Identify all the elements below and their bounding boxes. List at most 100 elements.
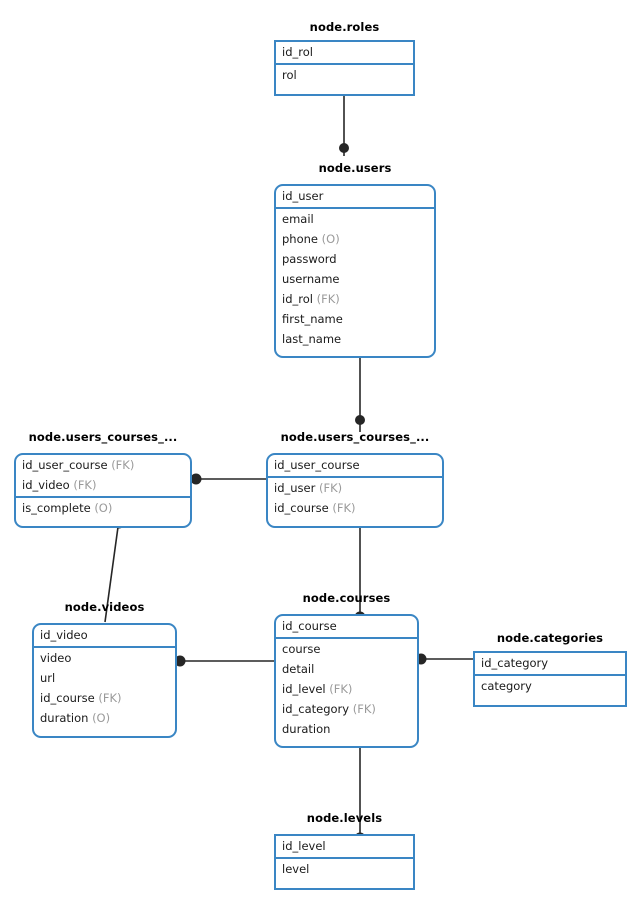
entity-field-users-id-rol[interactable]: id_rol (FK) — [276, 289, 434, 309]
entity-field-uc-id-course[interactable]: id_course (FK) — [268, 498, 442, 518]
field-tag: (FK) — [318, 481, 343, 495]
field-name: id_course — [282, 619, 337, 633]
field-name: phone — [282, 232, 318, 246]
field-name: id_level — [282, 839, 326, 853]
entity-videos[interactable]: node.videos id_video video url id_course… — [32, 600, 177, 738]
field-name: id_video — [22, 478, 70, 492]
connector-marker-videos-right — [174, 655, 186, 667]
entity-box-videos[interactable]: id_video video url id_course (FK) durati… — [32, 623, 177, 738]
field-tag: (O) — [94, 501, 113, 515]
entity-field-categories-category[interactable]: category — [475, 676, 625, 696]
field-name: id_video — [40, 628, 88, 642]
field-tag: (FK) — [98, 691, 122, 705]
field-name: id_user_course — [274, 458, 360, 472]
entity-field-courses-id-course[interactable]: id_course — [276, 616, 417, 636]
entity-box-users-courses-videos[interactable]: id_user_course (FK) id_video (FK) is_com… — [14, 453, 192, 528]
entity-pk-section-roles: id_rol — [276, 42, 413, 65]
entity-box-users[interactable]: id_user email phone (O) password usernam… — [274, 184, 436, 358]
entity-field-uc-id-user-course[interactable]: id_user_course — [268, 455, 442, 475]
field-tag: (O) — [92, 711, 111, 725]
entity-field-videos-id-video[interactable]: id_video — [34, 625, 175, 645]
entity-field-ucv-id-user-course[interactable]: id_user_course (FK) — [16, 455, 190, 475]
entity-field-levels-level[interactable]: level — [276, 859, 413, 879]
connector-marker-ucv-right — [190, 473, 202, 485]
entity-box-roles[interactable]: id_rol rol — [274, 40, 415, 96]
entity-field-uc-id-user[interactable]: id_user (FK) — [268, 478, 442, 498]
entity-courses[interactable]: node.courses id_course course detail id_… — [274, 591, 419, 748]
entity-box-levels[interactable]: id_level level — [274, 834, 415, 890]
entity-field-users-last-name[interactable]: last_name — [276, 329, 434, 349]
entity-attr-section-users-courses: id_user (FK) id_course (FK) — [268, 478, 442, 518]
entity-box-users-courses[interactable]: id_user_course id_user (FK) id_course (F… — [266, 453, 444, 528]
entity-pk-section-levels: id_level — [276, 836, 413, 859]
entity-title-videos: node.videos — [64, 600, 145, 614]
entity-box-courses[interactable]: id_course course detail id_level (FK) id… — [274, 614, 419, 748]
entity-pk-section-users: id_user — [276, 186, 434, 209]
field-name: id_user — [282, 189, 324, 203]
entity-attr-section-users-courses-videos: is_complete (O) — [16, 498, 190, 518]
entity-field-users-first-name[interactable]: first_name — [276, 309, 434, 329]
entity-field-roles-rol[interactable]: rol — [276, 65, 413, 85]
entity-field-ucv-id-video[interactable]: id_video (FK) — [16, 475, 190, 495]
field-name: id_course — [274, 501, 329, 515]
entity-field-courses-detail[interactable]: detail — [276, 659, 417, 679]
entity-field-users-username[interactable]: username — [276, 269, 434, 289]
entity-field-videos-url[interactable]: url — [34, 668, 175, 688]
entity-title-users-courses-videos: node.users_courses_... — [28, 430, 178, 444]
entity-pk-section-categories: id_category — [475, 653, 625, 676]
entity-title-users: node.users — [318, 161, 392, 175]
field-tag: (FK) — [111, 458, 135, 472]
field-name: course — [282, 642, 321, 656]
entity-attr-section-levels: level — [276, 859, 413, 879]
field-tag: (FK) — [332, 501, 356, 515]
field-name: id_category — [282, 702, 350, 716]
field-name: username — [282, 272, 340, 286]
entity-field-videos-duration[interactable]: duration (O) — [34, 708, 175, 728]
entity-levels[interactable]: node.levels id_level level — [274, 811, 415, 890]
entity-field-courses-duration[interactable]: duration — [276, 719, 417, 739]
entity-field-users-id-user[interactable]: id_user — [276, 186, 434, 206]
field-name: video — [40, 651, 72, 665]
field-tag: (FK) — [329, 682, 353, 696]
entity-field-categories-id-category[interactable]: id_category — [475, 653, 625, 673]
entity-roles[interactable]: node.roles id_rol rol — [274, 20, 415, 96]
field-name: rol — [282, 68, 297, 82]
entity-users-courses-videos[interactable]: node.users_courses_... id_user_course (F… — [14, 430, 192, 528]
field-name: duration — [282, 722, 331, 736]
entity-field-users-phone[interactable]: phone (O) — [276, 229, 434, 249]
entity-field-courses-id-level[interactable]: id_level (FK) — [276, 679, 417, 699]
field-name: id_user — [274, 481, 316, 495]
field-name: id_course — [40, 691, 95, 705]
entity-attr-section-videos: video url id_course (FK) duration (O) — [34, 648, 175, 728]
entity-title-courses: node.courses — [302, 591, 391, 605]
entity-attr-section-roles: rol — [276, 65, 413, 85]
connector-marker-users-top — [339, 143, 349, 153]
entity-pk-section-users-courses-videos: id_user_course (FK) id_video (FK) — [16, 455, 190, 498]
entity-title-categories: node.categories — [496, 631, 604, 645]
field-name: category — [481, 679, 532, 693]
entity-users-courses[interactable]: node.users_courses_... id_user_course id… — [266, 430, 444, 528]
entity-field-courses-id-category[interactable]: id_category (FK) — [276, 699, 417, 719]
entity-title-roles: node.roles — [309, 20, 380, 34]
entity-attr-section-categories: category — [475, 676, 625, 696]
field-name: duration — [40, 711, 89, 725]
field-name: is_complete — [22, 501, 91, 515]
field-tag: (FK) — [316, 292, 340, 306]
entity-field-ucv-is-complete[interactable]: is_complete (O) — [16, 498, 190, 518]
entity-field-levels-id-level[interactable]: id_level — [276, 836, 413, 856]
entity-box-categories[interactable]: id_category category — [473, 651, 627, 707]
entity-field-videos-id-course[interactable]: id_course (FK) — [34, 688, 175, 708]
entity-field-roles-id-rol[interactable]: id_rol — [276, 42, 413, 62]
entity-field-videos-video[interactable]: video — [34, 648, 175, 668]
field-name: id_level — [282, 682, 326, 696]
entity-categories[interactable]: node.categories id_category category — [473, 631, 627, 707]
entity-users[interactable]: node.users id_user email phone (O) passw… — [274, 161, 436, 358]
entity-attr-section-courses: course detail id_level (FK) id_category … — [276, 639, 417, 739]
field-name: first_name — [282, 312, 343, 326]
entity-field-users-email[interactable]: email — [276, 209, 434, 229]
entity-pk-section-videos: id_video — [34, 625, 175, 648]
entity-field-users-password[interactable]: password — [276, 249, 434, 269]
connector-ucv-videos — [104, 526, 119, 623]
entity-field-courses-course[interactable]: course — [276, 639, 417, 659]
